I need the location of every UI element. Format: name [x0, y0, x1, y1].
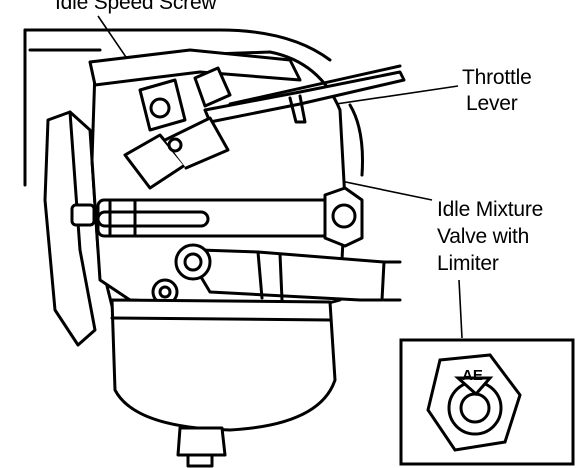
- leader-limiter-inset: [458, 279, 463, 339]
- limiter-marking: AE: [462, 367, 483, 384]
- mixture-limiter: [163, 116, 230, 170]
- idle-speed-screw: [149, 97, 171, 119]
- shroud-outline: [23, 28, 332, 62]
- top-plate: [88, 48, 302, 87]
- limiter-bore-inner: [459, 392, 491, 424]
- label-idle-mixture-line-3: Limiter: [437, 252, 499, 275]
- label-throttle-line-1: Throttle: [462, 66, 532, 89]
- label-idle-mixture-line-1: Idle Mixture: [437, 198, 543, 221]
- float-bowl: [110, 298, 337, 432]
- label-idle-mixture-line-2: Valve with: [437, 225, 529, 248]
- inlet-nut-bore: [331, 203, 357, 229]
- left-bracket: [43, 110, 97, 347]
- mixture-screw-head: [167, 137, 183, 153]
- limiter-inset: [399, 338, 575, 466]
- throttle-stop: [193, 66, 232, 108]
- bowl-nut: [176, 426, 227, 457]
- bracket-nut: [70, 203, 96, 227]
- label-throttle-line-2: Lever: [466, 92, 518, 115]
- carburetor-body: [23, 28, 406, 468]
- fuel-hose: [195, 248, 386, 302]
- label-idle-speed-screw: Idle Speed Screw: [55, 0, 217, 14]
